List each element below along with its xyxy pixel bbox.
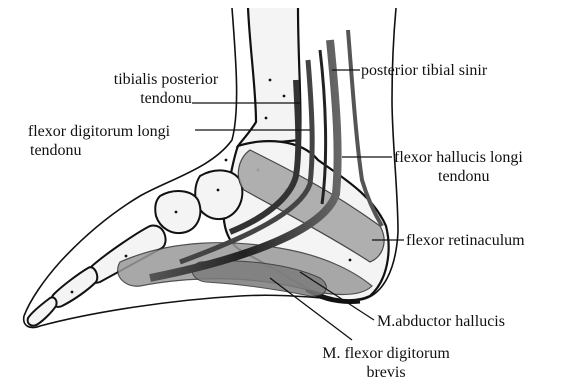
label-flexor-digitorum-longi-line1: flexor digitorum longi	[4, 122, 194, 141]
label-flexor-hallucis-longi: flexor hallucis longi tendonu	[394, 148, 523, 186]
label-tibialis-posterior: tibialis posterior tendonu	[86, 70, 246, 108]
label-tibialis-posterior-line2: tendonu	[86, 89, 246, 108]
label-posterior-tibial-nerve: posterior tibial sinir	[361, 61, 487, 80]
label-flexor-retinaculum-line1: flexor retinaculum	[406, 231, 525, 250]
navicular-bone	[195, 170, 242, 219]
label-flexor-digitorum-longi: flexor digitorum longi tendonu	[4, 122, 194, 160]
label-abductor-hallucis-line1: M.abductor hallucis	[377, 312, 505, 331]
label-flexor-hallucis-longi-line1: flexor hallucis longi	[394, 148, 523, 167]
label-abductor-hallucis: M.abductor hallucis	[377, 312, 505, 331]
distal-phalanx	[28, 297, 57, 325]
label-flexor-hallucis-longi-line2: tendonu	[394, 167, 523, 186]
cuneiform-bone	[155, 191, 200, 233]
label-flexor-retinaculum: flexor retinaculum	[406, 231, 525, 250]
tibia-bone	[238, 8, 301, 146]
label-flexor-digitorum-brevis-line1: M. flexor digitorum	[298, 344, 474, 363]
label-posterior-tibial-nerve-line1: posterior tibial sinir	[361, 61, 487, 80]
label-flexor-digitorum-longi-line2: tendonu	[4, 141, 194, 160]
label-flexor-digitorum-brevis-line2: brevis	[298, 363, 474, 382]
proximal-phalanx	[52, 267, 98, 307]
label-flexor-digitorum-brevis: M. flexor digitorum brevis	[298, 344, 474, 382]
label-tibialis-posterior-line1: tibialis posterior	[86, 70, 246, 89]
